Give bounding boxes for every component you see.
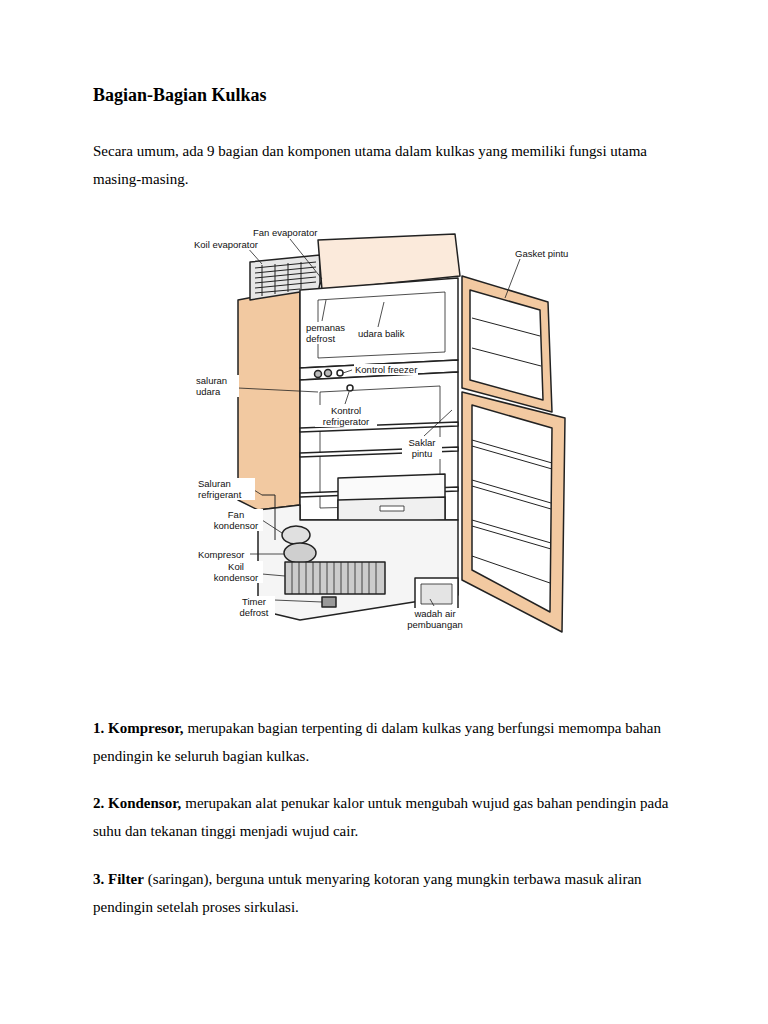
condenser-fins <box>299 562 300 594</box>
evaporator-coil <box>255 262 316 268</box>
evaporator-coil <box>255 272 316 278</box>
paragraph: 2. Kondensor,merupakan alat penukar kalo… <box>93 789 678 845</box>
part-label: wadah air pembuangan <box>402 608 468 630</box>
compressor <box>284 543 316 563</box>
leader-lines <box>505 259 520 298</box>
door-shelves <box>472 556 550 583</box>
part-label: Saluran refrigerant <box>197 478 255 500</box>
part-label: Koil evaporator <box>193 239 259 250</box>
item-heading: 3. Filter <box>93 871 144 887</box>
evaporator-coil <box>301 262 302 289</box>
part-label: Fan evaporator <box>252 227 318 238</box>
leader-lines <box>424 410 452 436</box>
leader-lines <box>262 574 285 576</box>
leader-lines <box>250 554 284 555</box>
leader-lines <box>262 520 282 533</box>
body-text: (saringan), berguna untuk menyaring koto… <box>93 871 642 915</box>
door-shelves <box>472 480 551 503</box>
part-label: Kontrol refrigerator <box>315 405 377 427</box>
condenser-fins <box>292 562 293 594</box>
door-shelves <box>472 486 551 509</box>
part-label: pemanas defrost <box>305 322 351 344</box>
condenser-fins <box>334 562 335 594</box>
condenser-fins <box>355 562 356 594</box>
defrost-heater <box>325 370 332 377</box>
leader-lines <box>322 300 326 321</box>
leader-lines <box>290 239 322 279</box>
condenser-fins <box>369 562 370 594</box>
part-label: Fan kondensor <box>209 509 263 531</box>
condenser-fins <box>313 562 314 594</box>
part-label: udara balik <box>357 328 405 339</box>
crisper-handle <box>380 506 404 511</box>
freezer-compartment <box>300 278 458 368</box>
condenser-fins <box>292 562 376 594</box>
leader-lines <box>238 239 520 606</box>
door-shelves <box>472 526 551 549</box>
refrigerant-line <box>262 495 275 540</box>
condenser-fins <box>348 562 349 594</box>
body-text: Secara umum, ada 9 bagian dan komponen u… <box>93 143 647 187</box>
paragraph: Secara umum, ada 9 bagian dan komponen u… <box>93 137 678 193</box>
part-label: Kompresor <box>197 549 245 560</box>
evaporator-coil <box>255 267 316 273</box>
leader-lines <box>343 370 352 373</box>
evaporator-coil <box>255 282 316 288</box>
part-label: Saklar pintu <box>402 437 442 459</box>
paragraph: 3. Filter(saringan), berguna untuk menya… <box>93 865 678 921</box>
lower-door-liner <box>472 405 552 612</box>
evaporator-coil <box>262 265 263 296</box>
condenser-fins <box>376 562 377 594</box>
freezer-knob <box>337 370 343 376</box>
leader-lines <box>378 302 384 327</box>
door-shelves <box>472 440 552 583</box>
part-label: Gasket pintu <box>514 248 569 259</box>
condenser-fins <box>306 562 307 594</box>
evaporator-coil <box>275 264 276 294</box>
fridge-cabinet <box>238 234 565 632</box>
part-label: Kontrol freezer <box>354 364 418 375</box>
drain-pan-inner <box>421 584 452 604</box>
crisper-drawer <box>338 474 445 525</box>
condenser-fins <box>320 562 321 594</box>
lower-door <box>462 392 565 632</box>
defrost-timer <box>322 597 336 607</box>
upper-door <box>462 276 552 412</box>
paragraph: 1. Kompresor,merupakan bagian terpenting… <box>93 714 678 770</box>
door-shelves <box>472 520 551 543</box>
evaporator-coil <box>288 263 289 292</box>
condenser-coil <box>285 562 385 594</box>
leader-lines <box>274 600 322 602</box>
drain-pan <box>415 578 458 610</box>
condenser-fins <box>327 562 328 594</box>
upper-door-liner <box>470 290 543 400</box>
door-shelves <box>472 318 540 336</box>
side-panel <box>238 288 300 510</box>
leader-lines <box>430 599 434 606</box>
part-label: Timer defrost <box>233 596 275 618</box>
page-title: Bagian-Bagian Kulkas <box>93 85 267 106</box>
leader-lines <box>345 392 349 404</box>
fridge-knob <box>347 385 353 391</box>
condenser-fins <box>341 562 342 594</box>
leader-lines <box>238 388 318 392</box>
item-heading: 2. Kondensor, <box>93 795 181 811</box>
evaporator-coil <box>255 277 316 283</box>
part-label: saluran udara <box>195 375 239 397</box>
part-label: Koil kondensor <box>209 561 263 583</box>
item-heading: 1. Kompresor, <box>93 720 183 736</box>
defrost-heater <box>315 371 322 378</box>
condenser-fan <box>282 526 310 544</box>
leader-lines <box>254 490 262 495</box>
machine-compartment <box>258 505 458 620</box>
door-shelves <box>472 348 541 366</box>
door-shelves <box>472 446 552 469</box>
door-shelves <box>472 440 552 463</box>
condenser-fins <box>362 562 363 594</box>
